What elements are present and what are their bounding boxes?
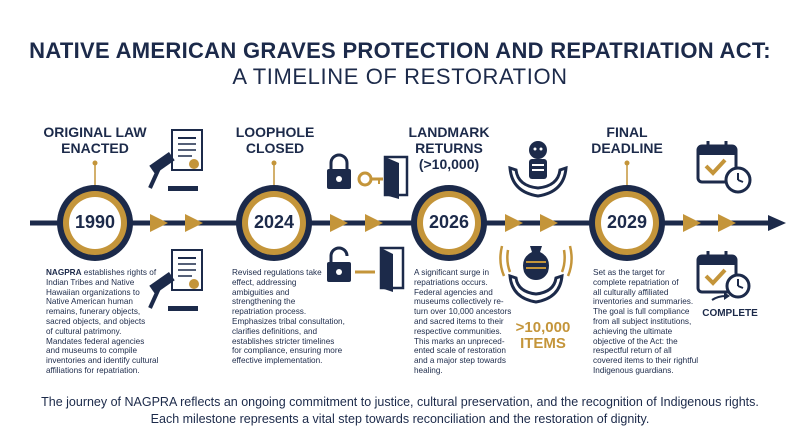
footer-line-1: The journey of NAGPRA reflects an ongoin… — [41, 395, 759, 409]
medallion-2024 — [236, 185, 312, 261]
calendar-clock-icon — [696, 141, 752, 194]
items-count-highlight: >10,000 ITEMS — [515, 319, 571, 352]
medallion-2026 — [411, 185, 487, 261]
footer-line-2: Each milestone represents a vital step t… — [150, 412, 650, 426]
medallion-2029 — [589, 185, 665, 261]
year-2026: 2026 — [428, 212, 470, 232]
gold-arrows — [150, 214, 736, 232]
page-title: NATIVE AMERICAN GRAVES PROTECTION AND RE… — [29, 38, 771, 63]
description-2024: Revised regulations take effect, address… — [232, 268, 345, 366]
description-2029: Set as the target for complete repatriat… — [593, 268, 699, 375]
pottery-hands-icon — [499, 245, 573, 304]
calendar-clock-check-icon — [696, 251, 751, 301]
medallion-1990 — [57, 185, 133, 261]
padlock-open-door-icon — [327, 246, 405, 292]
gavel-document-icon — [148, 129, 203, 191]
description-1990: NAGPRA establishes rights of Indian Trib… — [46, 268, 159, 375]
year-2029: 2029 — [606, 212, 648, 232]
padlock-key-door-icon — [327, 153, 409, 199]
figurine-hands-icon — [508, 141, 568, 198]
year-2024: 2024 — [253, 212, 295, 232]
complete-label: COMPLETE — [702, 308, 758, 319]
year-1990: 1990 — [74, 212, 116, 232]
timeline-end-arrow — [768, 215, 786, 231]
description-2026: A significant surge in repatriations occ… — [414, 268, 512, 375]
page-subtitle: A TIMELINE OF RESTORATION — [232, 64, 568, 89]
gavel-document-icon-lower — [148, 249, 203, 311]
